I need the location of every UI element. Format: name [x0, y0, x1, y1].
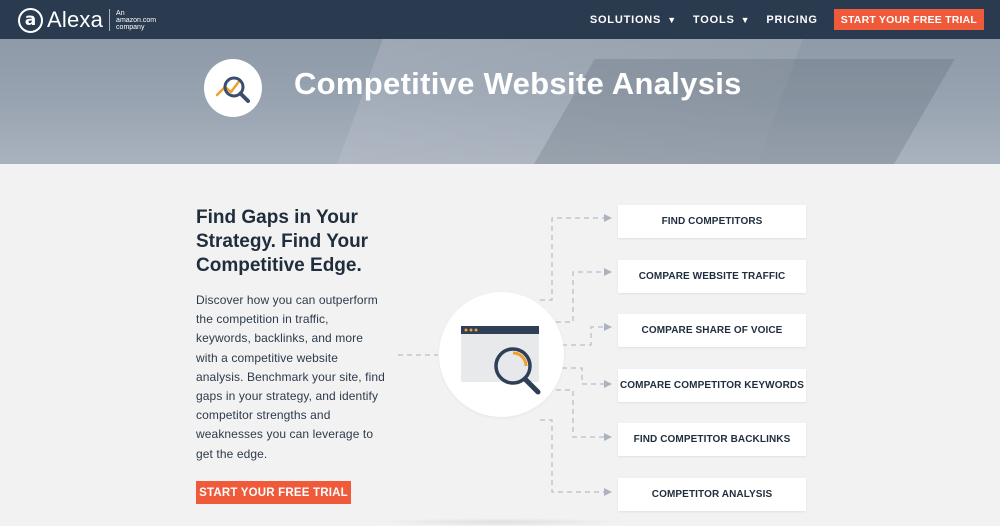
- compare-share-of-voice-button[interactable]: COMPARE SHARE OF VOICE: [618, 314, 806, 347]
- caret-down-icon: ▼: [667, 14, 677, 25]
- amazon-line-3: company: [116, 23, 145, 31]
- logo-text: Alexa: [47, 7, 104, 32]
- caret-down-icon: ▼: [740, 14, 751, 25]
- logo-divider: [109, 9, 111, 31]
- nav-start-trial-button[interactable]: START YOUR FREE TRIAL: [833, 9, 984, 30]
- amazon-line-2: amazon.com: [116, 16, 157, 24]
- browser-magnifier-icon: [439, 292, 564, 417]
- compare-website-traffic-button[interactable]: COMPARE WEBSITE TRAFFIC: [618, 260, 806, 293]
- nav-pricing[interactable]: PRICING: [766, 14, 817, 26]
- amazon-line-1: An: [116, 9, 125, 17]
- section-headline: Find Gaps in Your Strategy. Find Your Co…: [196, 207, 369, 276]
- alexa-logo[interactable]: a Alexa An amazon.com company: [18, 7, 156, 33]
- nav-solutions-label: SOLUTIONS: [589, 13, 662, 26]
- nav-tools[interactable]: TOOLS ▼: [693, 14, 750, 26]
- section-shadow: [370, 518, 630, 526]
- alexa-logo-icon: a: [18, 7, 43, 33]
- page-title: Competitive Website Analysis: [294, 66, 742, 101]
- find-competitors-button[interactable]: FIND COMPETITORS: [618, 205, 806, 238]
- nav-tools-label: TOOLS: [692, 13, 735, 26]
- start-free-trial-button[interactable]: START YOUR FREE TRIAL: [196, 481, 351, 504]
- competitor-analysis-button[interactable]: COMPETITOR ANALYSIS: [618, 478, 806, 511]
- amazon-company-tag: An amazon.com company: [116, 10, 156, 31]
- nav-links: SOLUTIONS ▼ TOOLS ▼ PRICING START YOUR F…: [574, 0, 984, 39]
- find-competitor-backlinks-button[interactable]: FIND COMPETITOR BACKLINKS: [618, 423, 806, 456]
- top-nav: a Alexa An amazon.com company SOLUTIONS …: [0, 0, 1000, 39]
- nav-solutions[interactable]: SOLUTIONS ▼: [590, 14, 677, 26]
- section-description: Discover how you can outperform the comp…: [196, 293, 385, 461]
- compare-competitor-keywords-button[interactable]: COMPARE COMPETITOR KEYWORDS: [618, 369, 806, 402]
- hero-banner: Competitive Website Analysis: [0, 39, 1000, 164]
- nav-pricing-label: PRICING: [766, 13, 818, 26]
- chart-magnifier-icon: [204, 59, 262, 117]
